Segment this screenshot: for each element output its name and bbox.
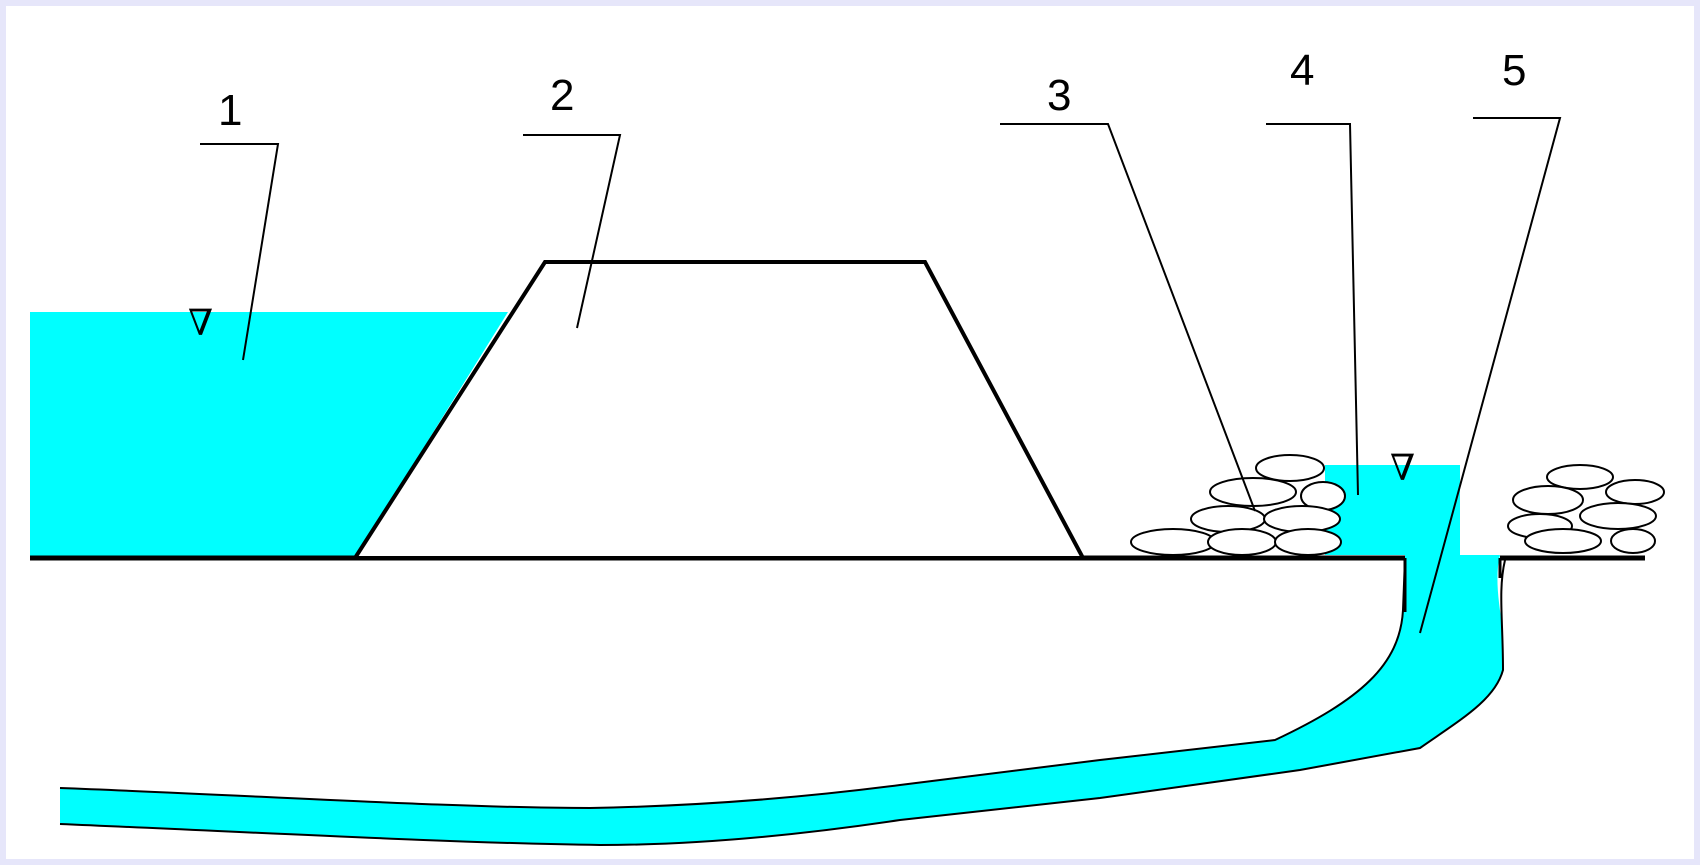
right-stone-pile xyxy=(1507,464,1665,554)
callout-label-1: 1 xyxy=(218,86,242,135)
callout-label-2: 2 xyxy=(550,71,574,120)
upstream-water-level-icon: ∇ xyxy=(188,303,213,344)
seepage-outline-upper xyxy=(59,557,1406,810)
upstream-reservoir xyxy=(30,312,508,558)
downstream-water-level-icon: ∇ xyxy=(1390,448,1415,489)
callout-label-5: 5 xyxy=(1502,46,1526,95)
seepage-outline-lower xyxy=(59,559,1506,847)
callout-leaders xyxy=(200,117,1562,634)
callout-label-4: 4 xyxy=(1290,46,1314,95)
seepage-channel xyxy=(60,555,1503,845)
callout-label-3: 3 xyxy=(1047,71,1071,120)
left-stone-pile xyxy=(1130,454,1346,556)
dam-body xyxy=(351,260,1087,560)
